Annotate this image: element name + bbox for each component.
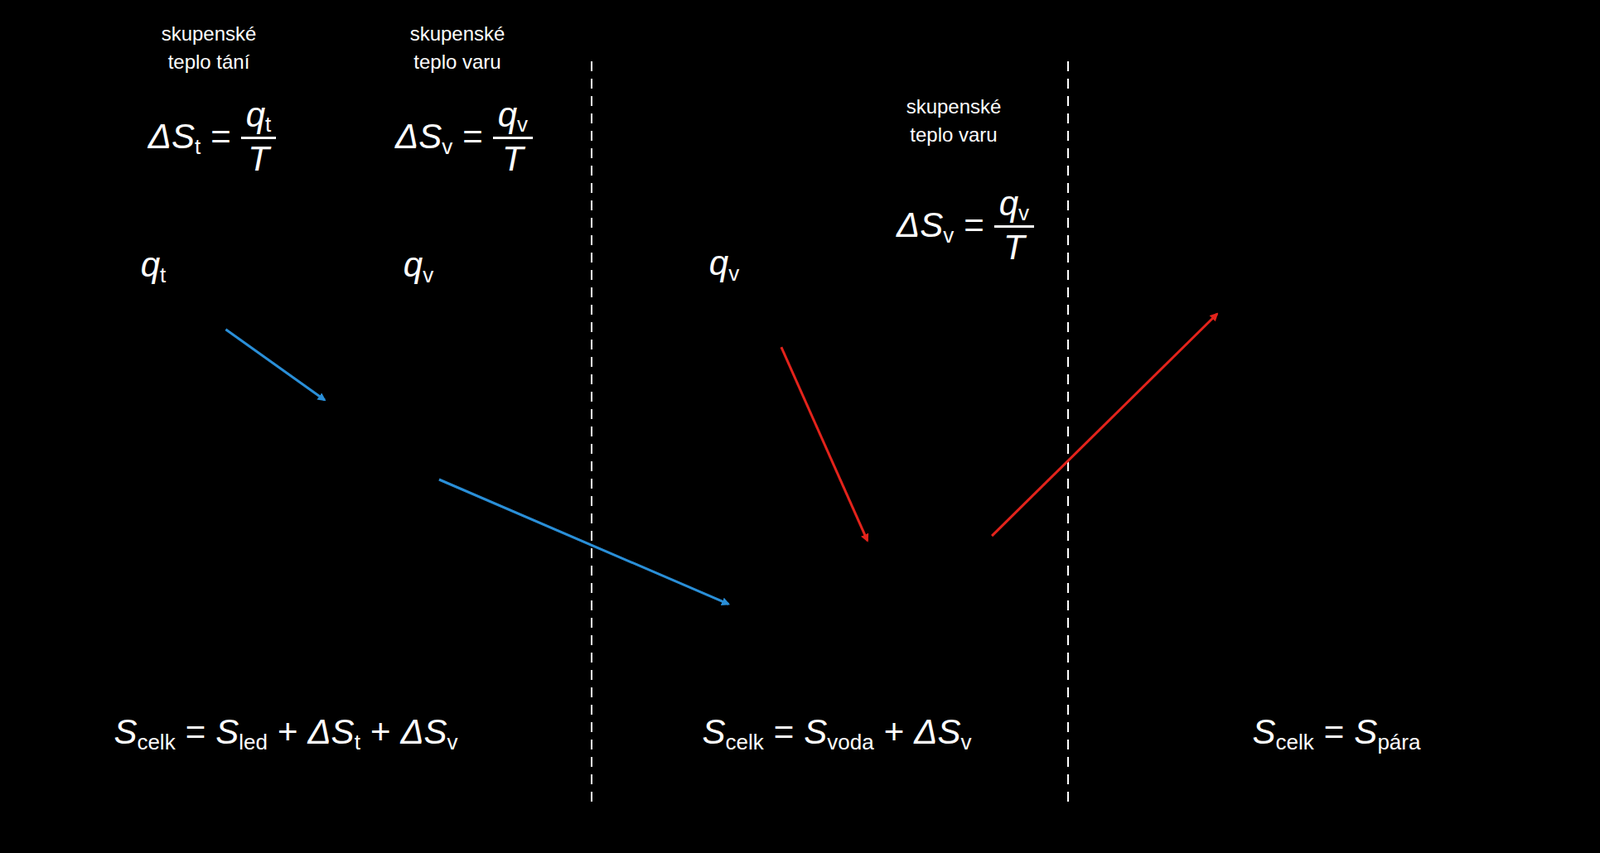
formula: ΔSv=qvT xyxy=(896,183,1035,268)
heat-glow xyxy=(67,149,341,423)
heat-node: qv xyxy=(651,171,900,421)
heading-block: skupenské teplo varu xyxy=(391,19,524,77)
formula-symbol: q xyxy=(999,183,1019,224)
formula-symbol: S xyxy=(702,712,726,753)
heat-subscript: t xyxy=(159,262,166,289)
formula-operator: = xyxy=(773,712,795,753)
formula-subscript: v xyxy=(441,134,453,160)
numerator: qt xyxy=(241,95,277,140)
formula-subscript: v xyxy=(447,729,459,756)
divider-line xyxy=(590,61,593,808)
denominator: T xyxy=(1003,227,1025,268)
heat-symbol: q xyxy=(709,243,729,284)
formula-symbol: ΔS xyxy=(896,205,943,246)
matter-node: led xyxy=(171,365,495,652)
formula-operator: + xyxy=(884,712,905,753)
process-arrow xyxy=(439,479,729,605)
numerator: qv xyxy=(994,183,1035,228)
heat-glow xyxy=(651,171,900,421)
formula-subscript: voda xyxy=(826,729,874,756)
heat-subscript: v xyxy=(422,262,434,289)
formula-subscript: led xyxy=(238,729,268,756)
formula-operator: = xyxy=(210,116,232,157)
process-arrow xyxy=(991,314,1218,537)
node-label: qv xyxy=(403,245,434,286)
heat-node: qv xyxy=(344,182,594,431)
formula-symbol: ΔS xyxy=(395,116,442,157)
heat-symbol: q xyxy=(140,245,160,286)
formula: Scelk=Spára xyxy=(1252,712,1422,753)
node-label: qv xyxy=(709,243,740,284)
formula-symbol: T xyxy=(502,139,524,179)
formula-subscript: celk xyxy=(136,729,175,756)
formula-subscript: t xyxy=(354,729,361,756)
formula-symbol: S xyxy=(803,712,827,753)
node-label: pára xyxy=(1358,260,1422,296)
process-arrow xyxy=(225,329,324,401)
node-label: led xyxy=(270,565,313,602)
formula-symbol: T xyxy=(247,139,270,179)
formula: ΔSt=qtT xyxy=(148,95,277,179)
formula-operator: + xyxy=(370,712,392,753)
formula-subscript: celk xyxy=(725,729,764,756)
formula-operator: + xyxy=(277,712,299,753)
formula-operator: = xyxy=(963,205,985,246)
numerator: qv xyxy=(493,95,533,140)
divider-line xyxy=(1067,61,1069,808)
formula-subscript: v xyxy=(1018,200,1030,227)
fraction: qtT xyxy=(241,95,277,179)
formula-operator: = xyxy=(462,116,484,157)
denominator: T xyxy=(247,139,270,179)
formula: Scelk=Sled+ΔSt+ΔSv xyxy=(113,712,458,753)
formula-symbol: ΔS xyxy=(307,712,354,753)
formula-symbol: S xyxy=(113,712,137,753)
heading-block: skupenské teplo varu xyxy=(887,92,1020,150)
formula-subscript: t xyxy=(194,134,201,160)
heat-node: qt xyxy=(67,149,341,423)
fraction: qvT xyxy=(493,95,533,179)
heat-subscript: v xyxy=(728,261,740,287)
formula-symbol: q xyxy=(497,95,518,136)
formula-subscript: celk xyxy=(1276,729,1315,756)
latent-heat-heading: skupenské teplo tání xyxy=(161,22,257,73)
formula-symbol: T xyxy=(1003,227,1025,267)
formula-symbol: ΔS xyxy=(400,712,447,753)
node-label: voda xyxy=(902,565,971,602)
formula: ΔSv=qvT xyxy=(395,95,533,179)
formula-symbol: S xyxy=(215,712,239,753)
steam-cloud xyxy=(1122,151,1571,359)
formula-symbol: S xyxy=(1252,712,1277,753)
formula-subscript: v xyxy=(517,111,528,138)
heat-glow xyxy=(344,182,594,431)
formula-symbol: S xyxy=(1353,712,1378,753)
formula-subscript: pára xyxy=(1377,729,1421,756)
ice-cube xyxy=(171,365,495,652)
formula-operator: = xyxy=(1324,712,1345,753)
formula-operator: = xyxy=(185,712,207,753)
formula-symbol: ΔS xyxy=(913,712,961,753)
heat-symbol: q xyxy=(403,245,423,286)
formula-symbol: q xyxy=(246,95,266,136)
state-name: led xyxy=(270,565,313,602)
latent-heat-heading: skupenské teplo varu xyxy=(906,95,1002,146)
formula-subscript: t xyxy=(265,111,271,138)
matter-node: pára xyxy=(1122,151,1571,359)
formula-subscript: v xyxy=(960,729,972,756)
water-puddle xyxy=(647,499,1051,669)
denominator: T xyxy=(502,139,524,179)
formula-subscript: v xyxy=(942,222,954,249)
process-arrow xyxy=(781,347,868,542)
node-label: qt xyxy=(140,245,167,286)
matter-node: voda xyxy=(647,499,1051,669)
state-name: pára xyxy=(1358,260,1422,296)
formula-symbol: ΔS xyxy=(148,116,195,157)
latent-heat-heading: skupenské teplo varu xyxy=(410,22,506,73)
formula: Scelk=Svoda+ΔSv xyxy=(702,712,972,753)
heading-block: skupenské teplo tání xyxy=(142,19,276,77)
fraction: qvT xyxy=(994,183,1035,268)
state-name: voda xyxy=(902,565,971,602)
